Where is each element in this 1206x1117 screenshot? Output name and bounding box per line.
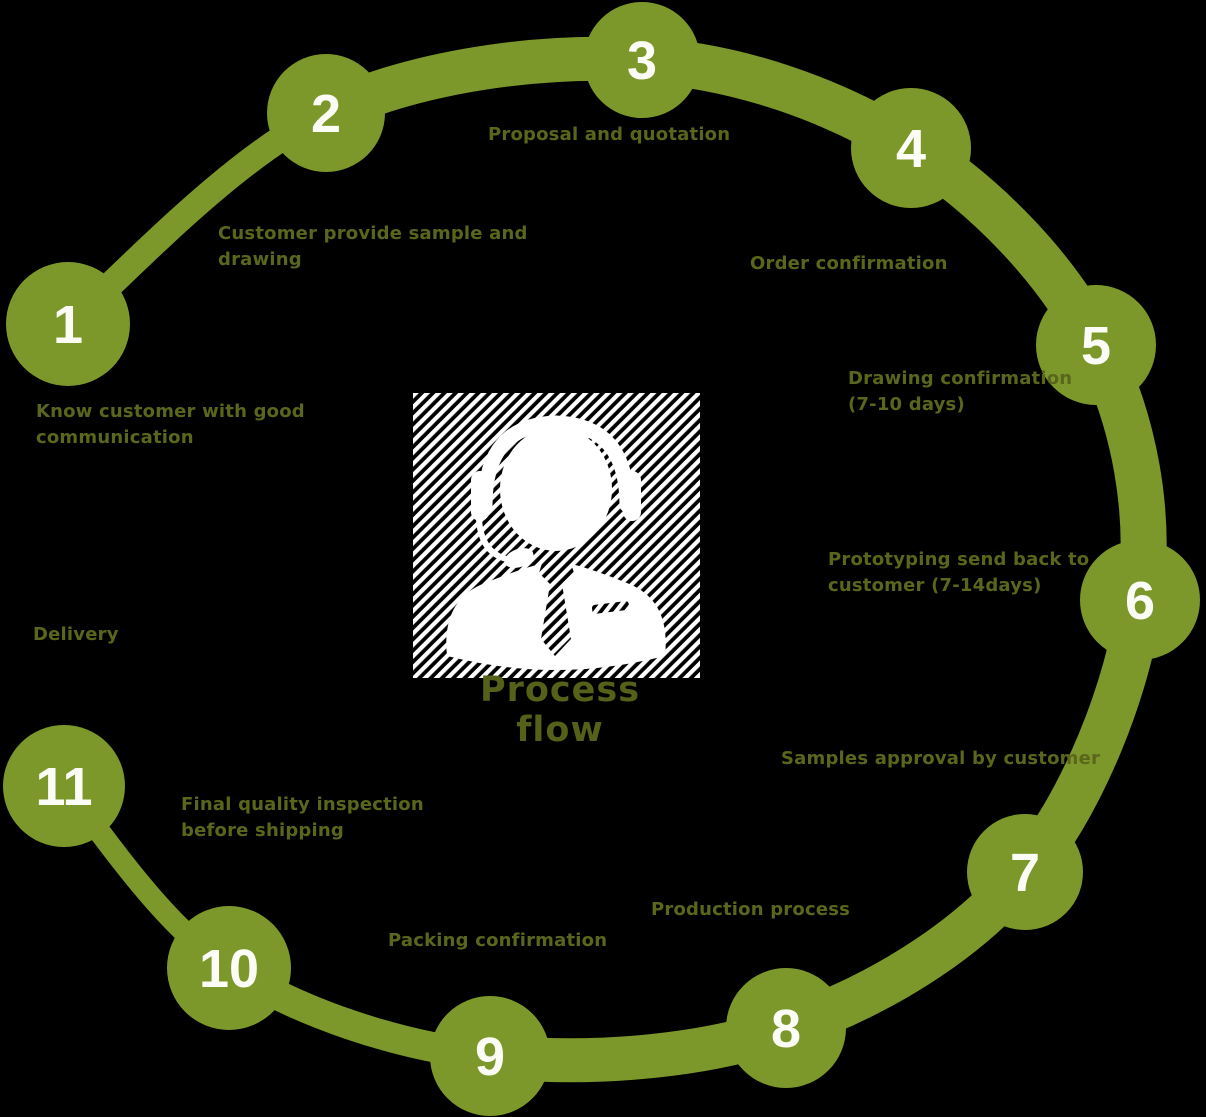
- headset-left-earpad-icon: [471, 471, 489, 521]
- step-4-number: 4: [896, 119, 926, 179]
- step-11-number: 11: [35, 757, 92, 817]
- nodes-layer: [3, 2, 1200, 1116]
- step-1-node: [6, 262, 130, 386]
- step-7-node: [967, 814, 1083, 930]
- step-1-number: 1: [53, 295, 83, 355]
- headset-right-earpad-icon: [623, 471, 641, 521]
- step-2-node: [267, 54, 385, 172]
- step-8-label: Production process: [651, 899, 851, 920]
- step-10-number: 10: [199, 939, 259, 999]
- headset-band-icon: [477, 415, 635, 513]
- step-9-label: Packing confirmation: [388, 930, 608, 951]
- step-7-label: Samples approval by customer: [781, 748, 1101, 769]
- step-6-node: [1080, 540, 1200, 660]
- agent-head: [500, 427, 612, 551]
- step-10-label: Final quality inspection before shipping: [181, 794, 424, 841]
- step-3-node: [584, 2, 700, 118]
- step-7-number: 7: [1010, 843, 1040, 903]
- step-6-label: Prototyping send back to customer (7-14d…: [828, 549, 1090, 596]
- numbers-layer: 1 2 3 4 5 6 7 8 9 10 11: [35, 31, 1155, 1087]
- step-1-label: Know customer with good communication: [36, 401, 305, 448]
- customer-support-agent-icon: [413, 393, 700, 678]
- step-8-number: 8: [771, 999, 801, 1059]
- step-2-number: 2: [311, 84, 341, 144]
- diagram-title: Process flow: [479, 670, 641, 750]
- step-2-label: Customer provide sample and drawing: [218, 223, 528, 270]
- step-4-node: [851, 88, 971, 208]
- step-5-number: 5: [1081, 316, 1111, 376]
- agent-pocket-dash: [591, 601, 630, 614]
- step-9-node: [430, 996, 550, 1116]
- step-4-label: Order confirmation: [750, 253, 948, 274]
- step-6-number: 6: [1125, 571, 1155, 631]
- step-3-number: 3: [627, 31, 657, 91]
- step-8-node: [726, 968, 846, 1088]
- step-11-label: Delivery: [33, 624, 119, 645]
- step-11-node: [3, 725, 125, 847]
- step-9-number: 9: [475, 1027, 505, 1087]
- step-5-label: Drawing confirmation (7-10 days): [848, 368, 1073, 415]
- agent-tie: [539, 560, 574, 656]
- step-5-node: [1036, 285, 1156, 405]
- mic-icon: [504, 548, 534, 568]
- step-10-node: [167, 906, 291, 1030]
- step-3-label: Proposal and quotation: [488, 124, 731, 145]
